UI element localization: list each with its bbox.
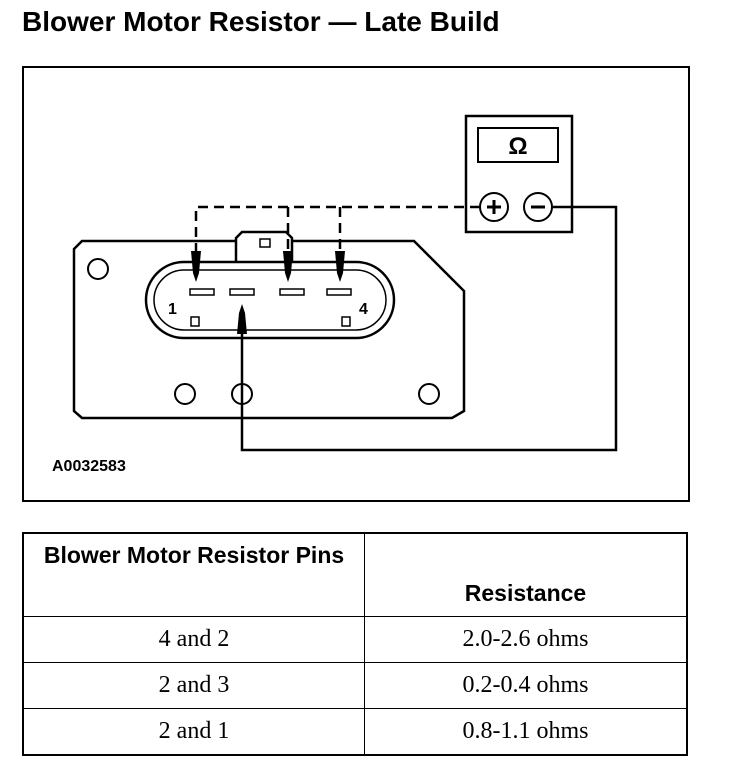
meter-symbol: Ω <box>508 133 527 160</box>
probe-icon <box>335 251 345 282</box>
mounting-hole <box>418 383 440 405</box>
pin-label-1: 1 <box>168 301 177 318</box>
pin-4 <box>326 288 352 296</box>
resistance-table: Blower Motor Resistor Pins Resistance 4 … <box>22 532 688 756</box>
table-row: 2 and 1 0.8-1.1 ohms <box>22 708 688 756</box>
latch-slot <box>259 238 271 248</box>
connector-outer <box>144 260 396 340</box>
pin-2 <box>229 288 255 296</box>
resistance-cell: 0.8-1.1 ohms <box>364 708 688 756</box>
positive-leads <box>194 205 480 251</box>
negative-lead <box>240 205 618 452</box>
page-title: Blower Motor Resistor — Late Build <box>22 6 500 37</box>
header-pins: Blower Motor Resistor Pins <box>22 532 365 617</box>
probe-icon <box>237 304 247 334</box>
table-row: 4 and 2 2.0-2.6 ohms <box>22 616 688 663</box>
mounting-hole <box>87 258 109 280</box>
figure-id: A0032583 <box>52 458 126 475</box>
header-resistance: Resistance <box>364 532 688 617</box>
key-notch <box>341 316 351 327</box>
table-header-row: Blower Motor Resistor Pins Resistance <box>22 532 688 617</box>
resistance-cell: 2.0-2.6 ohms <box>364 616 688 663</box>
mounting-hole <box>174 383 196 405</box>
meter-display <box>477 127 559 163</box>
table-row: 2 and 3 0.2-0.4 ohms <box>22 662 688 709</box>
resistor-diagram: 1 4 Ω A0032583 <box>22 66 690 502</box>
pins-cell: 4 and 2 <box>22 616 365 663</box>
pin-1 <box>189 288 215 296</box>
probe-icon <box>283 251 293 282</box>
key-notch <box>190 316 200 327</box>
pins-cell: 2 and 3 <box>22 662 365 709</box>
pin-label-4: 4 <box>359 301 368 318</box>
connector-inner <box>153 269 387 331</box>
pin-3 <box>279 288 305 296</box>
probe-icon <box>191 251 201 282</box>
pins-cell: 2 and 1 <box>22 708 365 756</box>
resistance-cell: 0.2-0.4 ohms <box>364 662 688 709</box>
